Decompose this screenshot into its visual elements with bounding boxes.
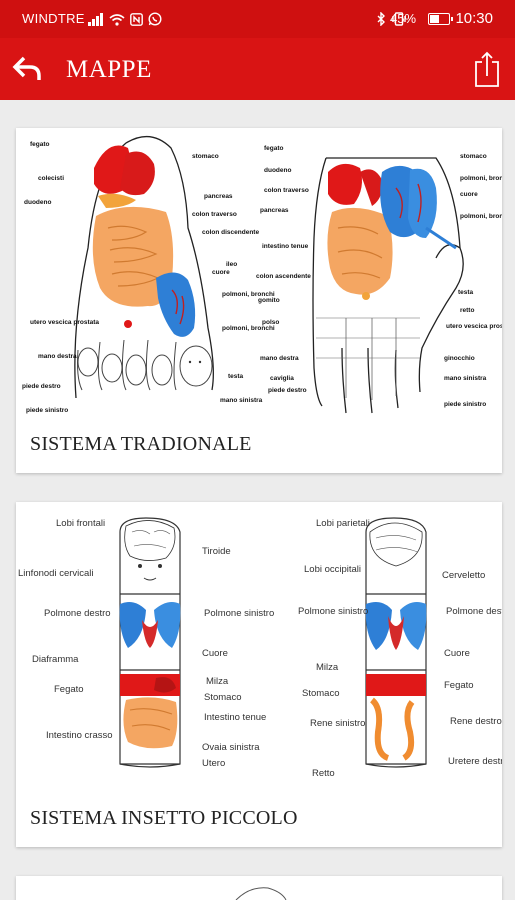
status-bar: WINDTRE 45% 10:30 [0, 0, 515, 38]
battery-icon [428, 13, 453, 25]
page-title: MAPPE [66, 56, 152, 83]
foot-hand-reflexology-illustration: fegato stomaco colecisti pancreas duoden… [22, 136, 502, 414]
label-intestino-tenue: intestino tenue [262, 243, 309, 250]
share-icon[interactable] [473, 50, 501, 88]
label-duodeno: duodeno [24, 199, 51, 206]
app-bar: MAPPE [0, 38, 515, 100]
label-intestino-crasso: Intestino crasso [46, 730, 113, 741]
label-pancreas-hand: pancreas [260, 207, 289, 214]
label-stomaco: stomaco [192, 153, 219, 160]
label-cuore: cuore [212, 269, 230, 276]
label-fegato-left: Fegato [54, 684, 84, 695]
status-icons-right [376, 11, 407, 27]
label-mano-destra: mano destra [38, 353, 77, 360]
label-stomaco-hand: stomaco [460, 153, 487, 160]
status-icons-left [88, 11, 162, 27]
nfc-icon [130, 12, 143, 26]
label-piede-destro-hand: piede destro [268, 387, 307, 394]
label-cerveletto: Cerveletto [442, 570, 485, 581]
map-card-next[interactable] [16, 876, 502, 900]
label-polso: polso [262, 319, 279, 326]
label-retto: retto [460, 307, 474, 314]
label-milza-right: Milza [316, 662, 339, 673]
label-ginocchio: ginocchio [444, 355, 475, 362]
label-lobi-occipitali: Lobi occipitali [304, 564, 361, 575]
maps-list[interactable]: fegato stomaco colecisti pancreas duoden… [0, 100, 515, 900]
label-ovaia-sinistra: Ovaia sinistra [202, 742, 260, 753]
label-piede-sinistro-hand: piede sinistro [444, 401, 486, 408]
label-milza-left: Milza [206, 676, 229, 687]
label-polmone-destro: Polmone destro [44, 608, 111, 619]
label-rene-sinistro: Rene sinistro [310, 718, 365, 729]
map-card-small-insect[interactable]: Lobi frontali Tiroide Linfonodi cervical… [16, 502, 502, 847]
label-stomaco-right: Stomaco [302, 688, 340, 699]
label-testa-hand: testa [458, 289, 474, 296]
label-ileo: ileo [226, 261, 237, 268]
label-cuore-left: Cuore [202, 648, 228, 659]
label-caviglia: caviglia [270, 375, 294, 382]
next-map-illustration [235, 887, 287, 900]
label-polmoni-bronchi: polmoni, bronchi [222, 291, 275, 298]
label-colecisti: colecisti [38, 175, 64, 182]
label-polmone-destro-right: Polmone destro [446, 606, 502, 617]
label-piede-destro: piede destro [22, 383, 61, 390]
label-gomito: gomito [258, 297, 280, 304]
label-testa: testa [228, 373, 244, 380]
signal-icon [88, 12, 103, 26]
label-diaframma: Diaframma [32, 654, 79, 665]
label-fegato-right: Fegato [444, 680, 474, 691]
card-caption: SISTEMA TRADIONALE [30, 433, 252, 455]
label-colon-traverso: colon traverso [192, 211, 237, 218]
label-duodeno-hand: duodeno [264, 167, 291, 174]
label-mano-sinistra: mano sinistra [220, 397, 263, 404]
label-stomaco-left: Stomaco [204, 692, 242, 703]
label-linfonodi-cervicali: Linfonodi cervicali [18, 568, 94, 579]
back-arrow-icon[interactable] [12, 54, 44, 84]
label-lobi-frontali: Lobi frontali [56, 518, 105, 529]
label-mano-sinistra-hand: mano sinistra [444, 375, 487, 382]
bluetooth-icon [377, 12, 385, 26]
label-intestino-tenue: Intestino tenue [204, 712, 266, 723]
label-cuore-hand: cuore [460, 191, 478, 198]
label-polmone-sinistro: Polmone sinistro [204, 608, 274, 619]
label-cuore-right: Cuore [444, 648, 470, 659]
label-mano-destra-hand: mano destra [260, 355, 299, 362]
label-retto: Retto [312, 768, 335, 779]
finger-reflexology-illustration: Lobi frontali Tiroide Linfonodi cervical… [18, 517, 502, 779]
label-tiroide: Tiroide [202, 546, 231, 557]
label-polmoni-bronchi-2: polmoni, bronchi [222, 325, 275, 332]
label-rene-destro: Rene destro [450, 716, 502, 727]
label-colon-ascendente: colon ascendente [256, 273, 311, 280]
label-polmone-sinistro-right: Polmone sinistro [298, 606, 368, 617]
whatsapp-icon [148, 12, 162, 26]
card-caption: SISTEMA INSETTO PICCOLO [30, 807, 298, 829]
label-uretere-destro: Uretere destro [448, 756, 502, 767]
label-piede-sinistro: piede sinistro [26, 407, 68, 414]
label-colon-traverso-hand: colon traverso [264, 187, 309, 194]
label-lobi-parietali: Lobi parietali [316, 518, 370, 529]
label-polmoni-bronchi-hand-2: polmoni, bronchi [460, 213, 502, 220]
carrier-name: WINDTRE [22, 11, 85, 26]
label-fegato: fegato [30, 141, 50, 148]
label-utero-hand: utero vescica prostata [446, 323, 502, 330]
label-pancreas: pancreas [204, 193, 233, 200]
status-clock: 10:30 [455, 10, 493, 27]
label-utero-vescica-prostata: utero vescica prostata [30, 319, 99, 326]
label-utero: Utero [202, 758, 225, 769]
wifi-icon [109, 13, 125, 26]
battery-percentage: 45% [390, 11, 417, 26]
label-fegato-hand: fegato [264, 145, 284, 152]
label-polmoni-bronchi-hand: polmoni, bronchi [460, 175, 502, 182]
vibrate-icon [392, 12, 406, 26]
map-card-traditional[interactable]: fegato stomaco colecisti pancreas duoden… [16, 128, 502, 473]
label-colon-discendente: colon discendente [202, 229, 259, 236]
